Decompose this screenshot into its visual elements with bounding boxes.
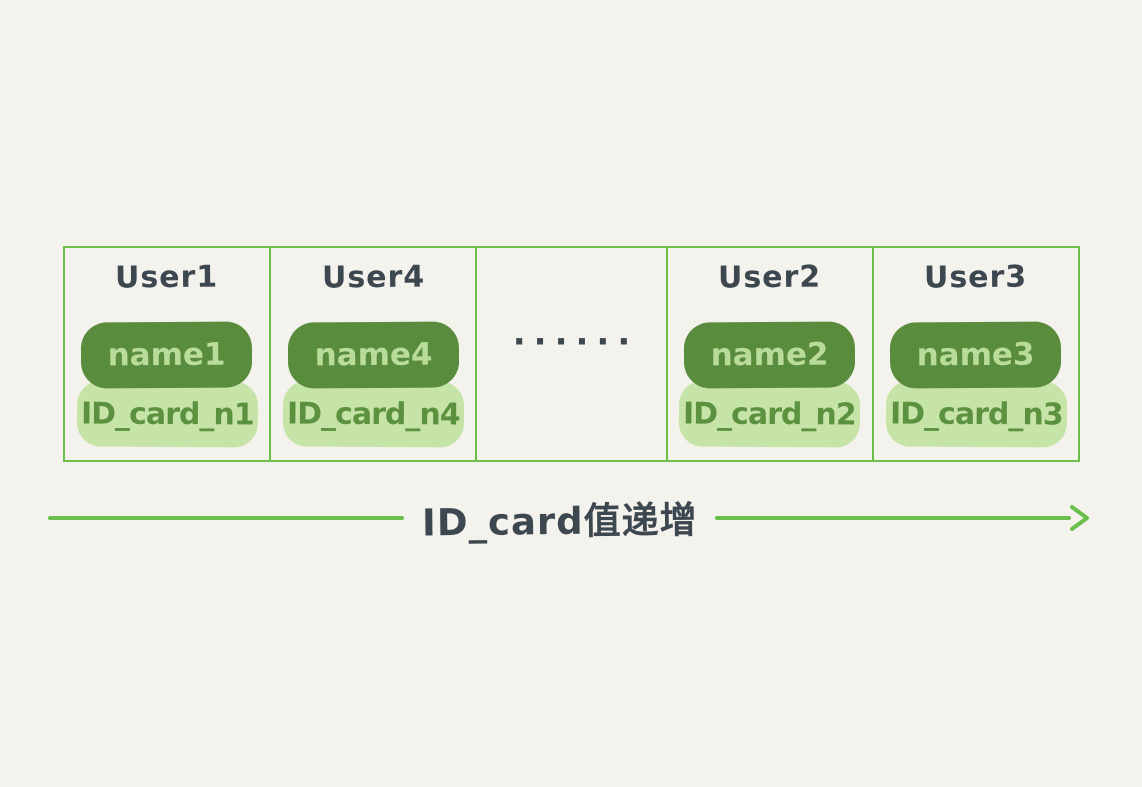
id-card-pill-label: ID_card_n3 <box>889 396 1063 432</box>
id-card-pill-label: ID_card_n4 <box>286 396 460 432</box>
id-card-pill-label: ID_card_n2 <box>683 396 857 432</box>
arrow-line-right <box>715 516 1071 520</box>
name-pill-label: name2 <box>710 336 829 374</box>
id-card-pill: ID_card_n1 <box>76 380 258 448</box>
name-pill: name1 <box>81 321 253 389</box>
user-title: User1 <box>115 259 219 296</box>
ellipsis-cell: ······ <box>477 248 668 460</box>
arrow-line-left <box>48 516 404 520</box>
user-record-table: User1 name1 ID_card_n1 User4 name4 ID_ca… <box>63 246 1080 462</box>
arrow-head-icon <box>1070 505 1089 531</box>
name-pill: name2 <box>683 321 856 389</box>
id-card-pill: ID_card_n4 <box>282 380 464 448</box>
id-card-pill: ID_card_n2 <box>679 380 861 448</box>
user-title: User2 <box>717 259 822 296</box>
user-record-cell-2: User2 name2 ID_card_n2 <box>668 248 874 460</box>
id-card-pill: ID_card_n3 <box>885 380 1067 448</box>
name-pill-label: name3 <box>916 336 1035 374</box>
arrow-label: ID_card值递增 <box>421 498 698 545</box>
name-pill: name4 <box>287 321 460 389</box>
user-record-cell-1: User1 name1 ID_card_n1 <box>65 248 272 460</box>
name-pill: name3 <box>890 321 1062 389</box>
user-title: User3 <box>924 259 1028 296</box>
name-pill-label: name1 <box>108 336 227 374</box>
user-title: User4 <box>321 259 426 296</box>
user-record-cell-4: User4 name4 ID_card_n4 <box>271 248 478 460</box>
name-pill-label: name4 <box>314 336 433 374</box>
ellipsis-dots: ······ <box>512 322 639 362</box>
id-card-trend-arrow: ID_card值递增 <box>48 492 1092 544</box>
id-card-pill-label: ID_card_n1 <box>80 396 254 432</box>
user-record-cell-3: User3 name3 ID_card_n3 <box>874 248 1078 460</box>
